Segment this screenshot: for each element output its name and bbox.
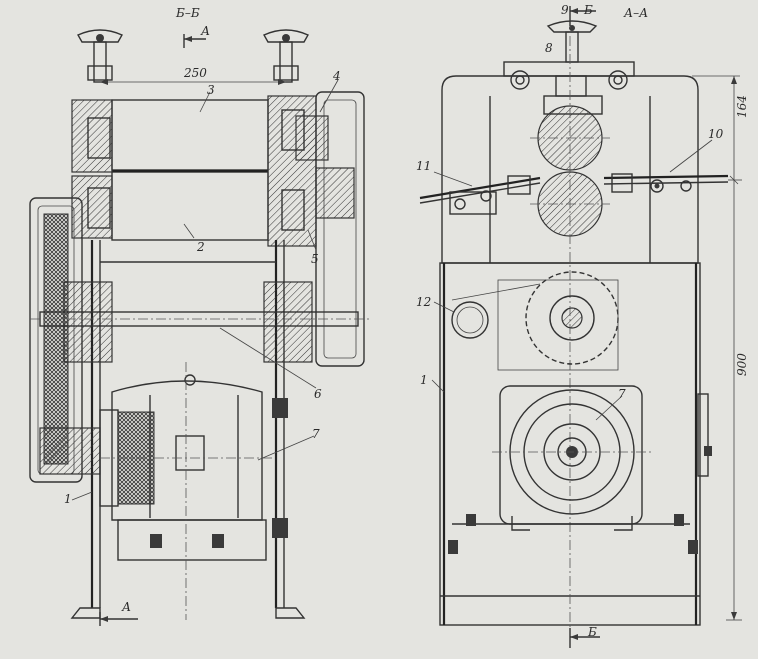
callout-3: 3 [207, 83, 215, 97]
section-title-left: Б–Б [175, 6, 200, 20]
right-view-section: 164 900 А–А Б Б 9 8 10 11 12 1 7 [416, 3, 749, 648]
gear-5 [315, 167, 355, 219]
gear-4 [295, 115, 329, 161]
upper-housing [441, 75, 699, 264]
cut-marker-right-bottom: Б [587, 625, 597, 639]
shaft-right-bearing [263, 281, 313, 363]
left-handwheel-1 [77, 29, 123, 83]
dimension-900: 900 [735, 353, 749, 376]
callout-12: 12 [416, 295, 431, 309]
callout-1-left: 1 [64, 492, 72, 506]
feed-table-11 [419, 176, 541, 200]
callout-8: 8 [545, 41, 553, 55]
adjust-wheel-9 [546, 20, 598, 33]
right-foot [275, 607, 306, 619]
cut-marker-left-top: А [200, 24, 210, 38]
motor-base [117, 519, 267, 561]
output-table-10 [603, 174, 729, 180]
roll-2-bottom [111, 171, 269, 241]
left-handwheel-2 [263, 29, 309, 83]
callout-2: 2 [196, 240, 205, 254]
callout-11: 11 [416, 159, 431, 173]
callout-4: 4 [332, 69, 341, 83]
cut-marker-left-bottom: А [121, 600, 131, 614]
callout-7-right: 7 [618, 387, 626, 401]
callout-9: 9 [561, 3, 569, 17]
gear-housing [315, 91, 365, 367]
callout-1-right: 1 [420, 373, 428, 387]
right-motor-7 [492, 385, 652, 531]
callout-7-left: 7 [312, 427, 320, 441]
roll-3-top [111, 99, 269, 171]
callout-5: 5 [311, 252, 319, 266]
pulley-12 [451, 301, 489, 339]
callout-10: 10 [708, 127, 724, 141]
callout-6: 6 [314, 387, 322, 401]
motor-pulley [39, 427, 101, 475]
cut-marker-right-top: Б [583, 3, 593, 17]
left-motor-7 [99, 374, 272, 561]
dimension-164: 164 [735, 95, 749, 118]
shaft-left-bearing [63, 281, 113, 363]
clamp-bar-8 [503, 61, 635, 77]
left-view-section: 250 [29, 6, 370, 626]
section-title-right: А–А [623, 6, 648, 20]
left-foot [70, 607, 101, 619]
dimension-250: 250 [183, 66, 207, 80]
left-bearing-top [71, 99, 113, 173]
